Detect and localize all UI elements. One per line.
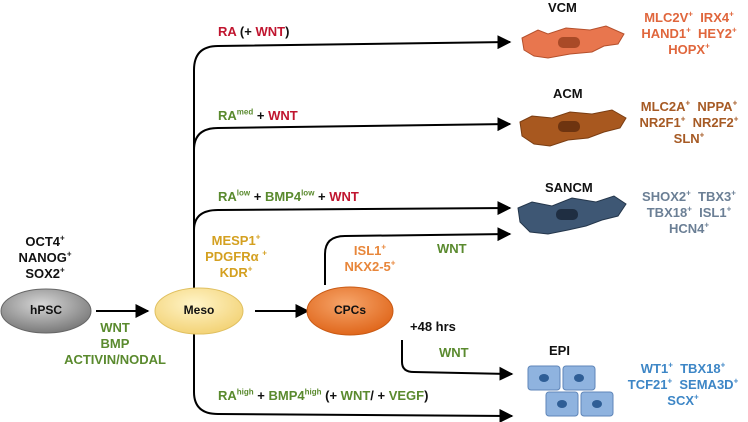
epi-pathway-label: RAhigh + BMP4high (+ WNT/ + VEGF) xyxy=(218,387,429,403)
acm-pathway-label: RAmed + WNT xyxy=(218,107,298,123)
arrow-meso-sancm xyxy=(193,201,512,231)
acm-markers: MLC2A+ NPPA+ NR2F1+ NR2F2+ SLN+ xyxy=(639,98,739,146)
hpsc-label: hPSC xyxy=(29,303,62,317)
acm-cell-icon xyxy=(519,109,627,147)
arrow-cpcs-sancm xyxy=(324,227,512,285)
arrow-meso-acm xyxy=(193,117,512,151)
hpsc-node xyxy=(0,288,92,334)
vcm-title: VCM xyxy=(548,0,577,15)
sancm-title: SANCM xyxy=(545,180,593,195)
arrow-meso-vcm xyxy=(193,35,512,290)
meso-node xyxy=(154,287,244,335)
sancm-cell-icon xyxy=(517,195,627,235)
vcm-cell-icon xyxy=(521,25,625,59)
arrow-cpcs-epi xyxy=(401,340,514,381)
vcm-markers: MLC2V+ IRX4+ HAND1+ HEY2+ HOPX+ xyxy=(641,9,737,57)
sancm-pathway-label: RAlow + BMP4low + WNT xyxy=(218,188,359,204)
hrs-label: +48 hrs xyxy=(410,319,456,334)
epi-cells-icon xyxy=(527,365,614,417)
epi-markers: WT1+ TBX18+ TCF21+ SEMA3D+ SCX+ xyxy=(627,360,739,408)
epi-title: EPI xyxy=(549,343,570,358)
cpc-sancm-wnt-label: WNT xyxy=(437,241,467,256)
hpsc-markers: OCT4+ NANOG+ SOX2+ xyxy=(18,233,72,281)
arrow-meso-epi xyxy=(193,334,514,422)
acm-title: ACM xyxy=(553,86,583,101)
cpc-epi-wnt-label: WNT xyxy=(439,345,469,360)
vcm-pathway-label: RA (+ WNT) xyxy=(218,24,290,39)
cpcs-node xyxy=(306,286,394,336)
sancm-markers: SHOX2+ TBX3+ TBX18+ ISL1+ HCN4+ xyxy=(642,188,736,236)
cpc-markers: ISL1+ NKX2-5+ xyxy=(344,242,396,274)
cpcs-label: CPCs xyxy=(333,303,366,317)
meso-label: Meso xyxy=(183,303,215,317)
induction-factors: WNT BMP ACTIVIN/NODAL xyxy=(64,320,166,367)
meso-markers: MESP1+ PDGFRα + KDR+ xyxy=(205,232,267,280)
